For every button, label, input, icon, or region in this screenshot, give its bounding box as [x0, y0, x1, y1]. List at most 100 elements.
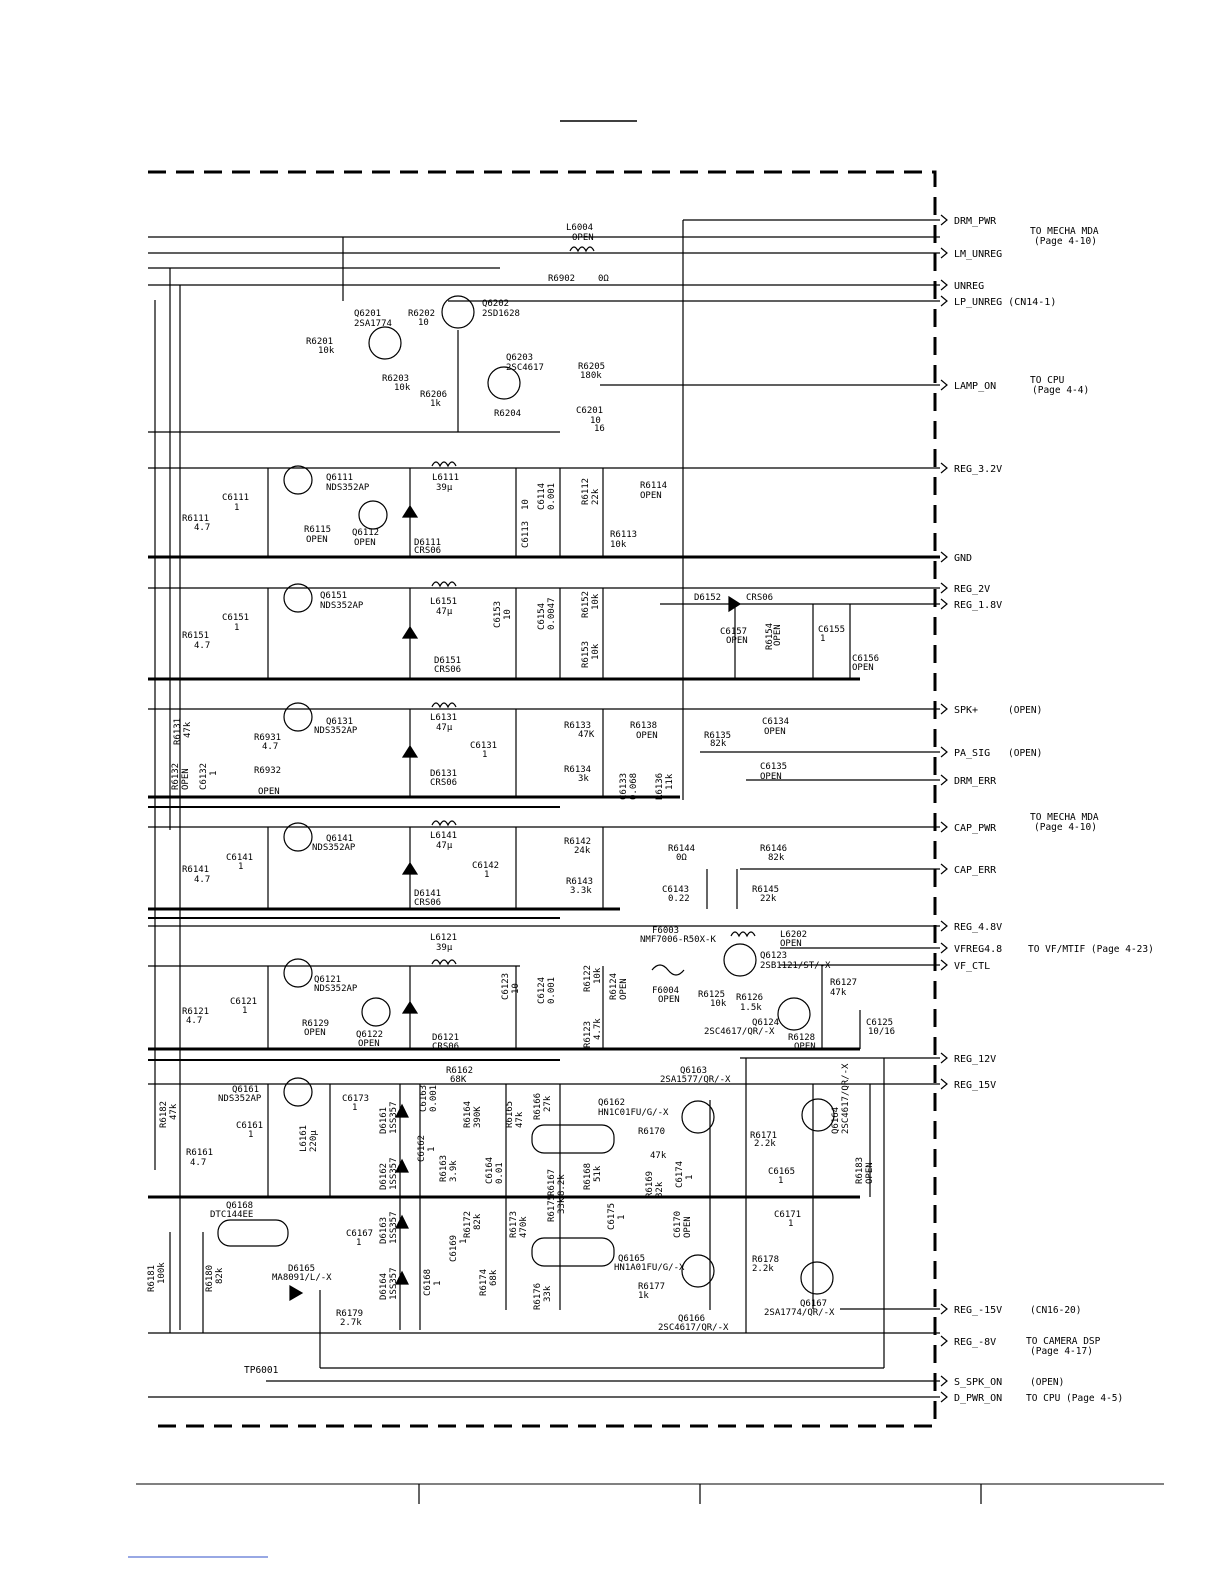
component-r6202-v: 10: [418, 318, 429, 328]
component-l6004: L6004: [566, 223, 593, 233]
component-d6162: D6162: [379, 1163, 389, 1190]
connector-arrow-reg_12v: [940, 1052, 948, 1064]
component-c6141: C6141: [226, 853, 253, 863]
component-c6156: C6156: [852, 654, 879, 664]
component-r6932: R6932: [254, 766, 281, 776]
component-r6902: R6902: [548, 274, 575, 284]
board-frame: [148, 170, 937, 1428]
component-r6127: R6127: [830, 978, 857, 988]
note-page-4-17: (Page 4-17): [1030, 1346, 1093, 1357]
component-q6131: Q6131: [326, 717, 353, 727]
component-c6173: C6173: [342, 1094, 369, 1104]
component-d6165: D6165: [288, 1264, 315, 1274]
component-l6202: L6202: [780, 930, 807, 940]
component-c6170: C6170: [673, 1211, 683, 1238]
component-q6141: Q6141: [326, 834, 353, 844]
component-q6168: Q6168: [226, 1201, 253, 1211]
component-r6125: R6125: [698, 990, 725, 1000]
component-r6182-v: 47k: [169, 1103, 179, 1120]
component-r6180-v: 82k: [215, 1267, 225, 1284]
component-r6133: R6133: [564, 721, 591, 731]
component-r6141-v: 4.7: [194, 875, 210, 885]
component-r6145-v: 22k: [760, 894, 777, 904]
component-r6175: R6175: [547, 1195, 557, 1222]
component-r6136: R6136: [655, 773, 665, 800]
component-l6161-v: 220μ: [309, 1130, 319, 1152]
note-vf-mtif: TO VF/MTIF (Page 4-23): [1028, 944, 1154, 955]
connector-arrow-reg_m8v: [940, 1335, 948, 1347]
connector-arrow-reg_15v: [940, 1078, 948, 1090]
connector-label-reg_15v: REG_15V: [954, 1080, 996, 1091]
component-r6165-v: 47k: [515, 1111, 525, 1128]
component-r6171-v: 2.2k: [754, 1139, 776, 1149]
component-r6177-v: 1k: [638, 1291, 649, 1301]
component-c6162: C6162: [417, 1135, 427, 1162]
note-to-mecha-mda-1: TO MECHA MDA: [1030, 226, 1099, 237]
component-f6003-v: NMF7006-R50X-K: [640, 935, 716, 945]
component-l6151-v: 47μ: [436, 607, 453, 617]
component-r6121: R6121: [182, 1007, 209, 1017]
component-r6163-v: 3.9k: [449, 1160, 459, 1182]
component-r6121-v: 4.7: [186, 1016, 202, 1026]
component-r6180: R6180: [205, 1265, 215, 1292]
component-r6132-v: OPEN: [181, 768, 191, 790]
component-r6115-v: OPEN: [306, 535, 328, 545]
connector-arrow-reg_2v: [940, 582, 948, 594]
component-l6121: L6121: [430, 933, 457, 943]
component-r6152: R6152: [581, 591, 591, 618]
component-c6175-v: 1: [617, 1215, 627, 1220]
connector-arrow-reg_4v8: [940, 920, 948, 932]
component-r6143-v: 3.3k: [570, 886, 592, 896]
component-r6174: R6174: [479, 1269, 489, 1296]
component-c6170-v: OPEN: [683, 1216, 693, 1238]
component-c6133-v: 0.068: [629, 773, 639, 800]
component-r6205: R6205: [578, 362, 605, 372]
component-c6114-v: 0.001: [547, 483, 557, 510]
component-d6152: D6152: [694, 593, 721, 603]
component-r6163: R6163: [439, 1155, 449, 1182]
component-l6111: L6111: [432, 473, 459, 483]
component-d6164: D6164: [379, 1273, 389, 1300]
connector-label-vfreg: VFREG4.8: [954, 944, 1002, 955]
component-r6136-v: 11k: [665, 773, 675, 790]
component-r6176: R6176: [533, 1283, 543, 1310]
connector-arrow-vfreg: [940, 942, 948, 954]
component-c6131-v: 1: [482, 750, 487, 760]
component-c6169: C6169: [449, 1235, 459, 1262]
component-q6166: Q6166: [678, 1314, 705, 1324]
component-c6169-v: 1: [459, 1239, 469, 1244]
component-d6131-v: CRS06: [430, 778, 457, 788]
component-r6181: R6181: [147, 1265, 157, 1292]
component-r6141: R6141: [182, 865, 209, 875]
component-r6153-v: 10k: [591, 643, 601, 660]
component-r6115: R6115: [304, 525, 331, 535]
component-r6128-v: OPEN: [794, 1042, 816, 1052]
component-r6126: R6126: [736, 993, 763, 1003]
component-r6138: R6138: [630, 721, 657, 731]
component-d6152-v: CRS06: [746, 593, 773, 603]
component-q6151-v: NDS352AP: [320, 601, 364, 611]
component-c6164: C6164: [485, 1157, 495, 1184]
component-c6171-v: 1: [788, 1219, 793, 1229]
component-q6163-v: 2SA1577/QR/-X: [660, 1075, 731, 1085]
component-r6166-v: 27k: [543, 1095, 553, 1112]
component-c6132: C6132: [199, 763, 209, 790]
component-c6157-v: OPEN: [726, 636, 748, 646]
component-q6124: Q6124: [752, 1018, 779, 1028]
component-r6164: R6164: [463, 1101, 473, 1128]
component-c6201-v1: 10: [590, 416, 601, 426]
connector-arrow-lamp_on: [940, 379, 948, 391]
component-c6143-v: 0.22: [668, 894, 690, 904]
component-r6171: R6171: [750, 1131, 777, 1141]
component-r6162: R6162: [446, 1066, 473, 1076]
component-r6124-v: OPEN: [619, 978, 629, 1000]
component-c6161-v: 1: [248, 1130, 253, 1140]
component-c6135: C6135: [760, 762, 787, 772]
connector-label-vf_ctl: VF_CTL: [954, 961, 990, 972]
component-f6003: F6003: [652, 926, 679, 936]
component-c6168-v: 1: [433, 1281, 443, 1286]
component-l6131-v: 47μ: [436, 723, 453, 733]
component-q6151: Q6151: [320, 591, 347, 601]
component-q6141-v: NDS352AP: [312, 843, 356, 853]
component-r6138-v: OPEN: [636, 731, 658, 741]
